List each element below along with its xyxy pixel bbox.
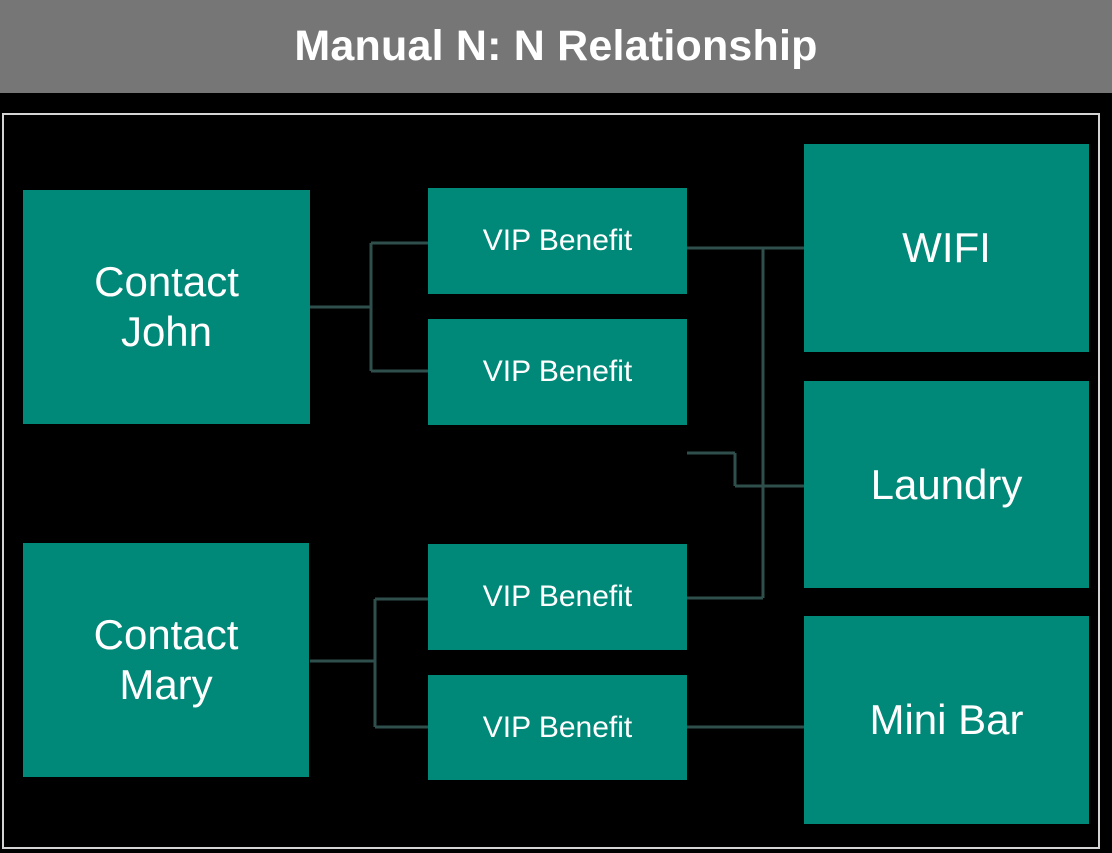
node-contact-john-label: Contact John bbox=[94, 257, 239, 356]
node-service-laundry-label: Laundry bbox=[870, 460, 1023, 508]
node-vip-benefit-1-label: VIP Benefit bbox=[482, 224, 633, 258]
diagram-canvas-inner: Contact John Contact Mary VIP Benefit VI… bbox=[4, 115, 1102, 851]
page-title: Manual N: N Relationship bbox=[294, 22, 818, 70]
node-vip-benefit-1[interactable]: VIP Benefit bbox=[428, 188, 687, 294]
node-contact-john-line1: Contact bbox=[94, 258, 239, 306]
node-service-wifi-label: WIFI bbox=[902, 224, 991, 272]
node-contact-mary-line1: Contact bbox=[93, 611, 239, 659]
node-service-laundry[interactable]: Laundry bbox=[804, 381, 1089, 588]
node-service-wifi[interactable]: WIFI bbox=[804, 144, 1089, 352]
node-service-mini-bar[interactable]: Mini Bar bbox=[804, 616, 1089, 824]
node-vip-benefit-4-label: VIP Benefit bbox=[482, 710, 633, 744]
node-contact-mary-label: Contact Mary bbox=[94, 610, 239, 709]
node-service-mini-bar-label: Mini Bar bbox=[869, 696, 1024, 744]
title-bar: Manual N: N Relationship bbox=[0, 0, 1112, 93]
node-vip-benefit-2[interactable]: VIP Benefit bbox=[428, 319, 687, 425]
node-contact-john[interactable]: Contact John bbox=[23, 190, 310, 424]
node-contact-mary-line2: Mary bbox=[119, 661, 213, 708]
node-contact-john-line2: John bbox=[120, 308, 213, 355]
node-vip-benefit-2-label: VIP Benefit bbox=[482, 355, 633, 389]
diagram-canvas: Contact John Contact Mary VIP Benefit VI… bbox=[2, 113, 1100, 849]
node-vip-benefit-3-label: VIP Benefit bbox=[482, 580, 633, 614]
node-contact-mary[interactable]: Contact Mary bbox=[23, 543, 309, 777]
node-vip-benefit-4[interactable]: VIP Benefit bbox=[428, 675, 687, 780]
node-vip-benefit-3[interactable]: VIP Benefit bbox=[428, 544, 687, 650]
